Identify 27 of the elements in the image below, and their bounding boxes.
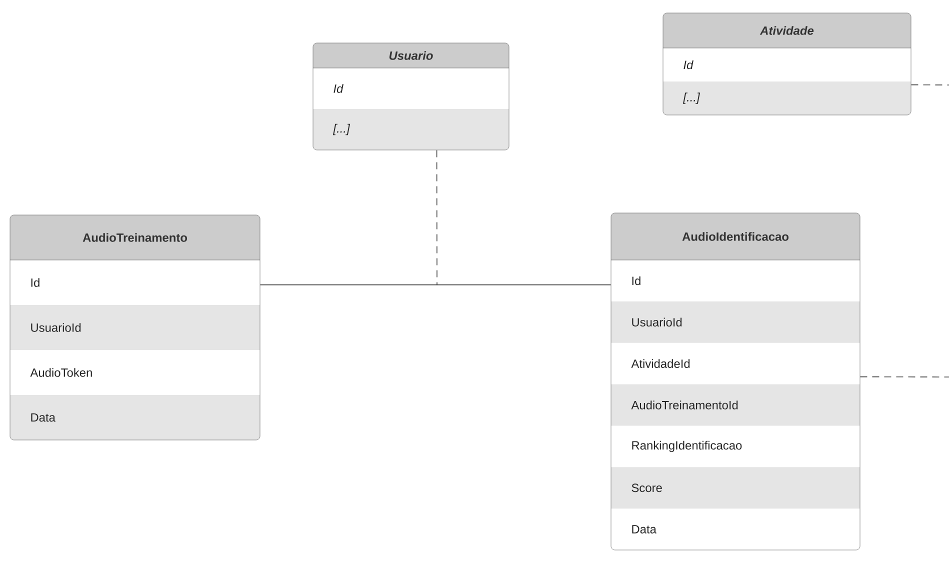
- field-name: UsuarioId: [632, 318, 682, 327]
- field-name: Id: [31, 278, 40, 287]
- entity-table: [312, 42, 510, 150]
- field-name: AudioTreinamentoId: [631, 400, 738, 410]
- field-name: Id: [632, 276, 640, 286]
- field-name: Id: [684, 60, 694, 70]
- field-name: AudioToken: [30, 368, 92, 377]
- field-name: Data: [632, 525, 656, 534]
- field-name: [...]: [332, 124, 350, 136]
- entity-table: [610, 212, 860, 550]
- field-name: UsuarioId: [31, 323, 81, 332]
- field-name: Score: [632, 484, 662, 492]
- connector-line: [910, 84, 949, 86]
- connector-line: [860, 376, 949, 378]
- field-name: RankingIdentificacao: [632, 440, 742, 452]
- table-header: AudioTreinamento: [82, 233, 187, 242]
- table-header: Usuario: [389, 51, 433, 60]
- field-name: Data: [31, 413, 56, 422]
- table-header: Atividade: [760, 26, 814, 35]
- connector-line: [260, 284, 612, 286]
- table-header: AudioIdentificacao: [682, 232, 788, 241]
- field-name: AtividadeId: [631, 359, 690, 368]
- entity-table: [10, 214, 260, 440]
- field-name: [...]: [682, 92, 700, 104]
- connector-line: [436, 150, 438, 286]
- field-name: Id: [334, 84, 344, 93]
- entity-table: [662, 12, 912, 116]
